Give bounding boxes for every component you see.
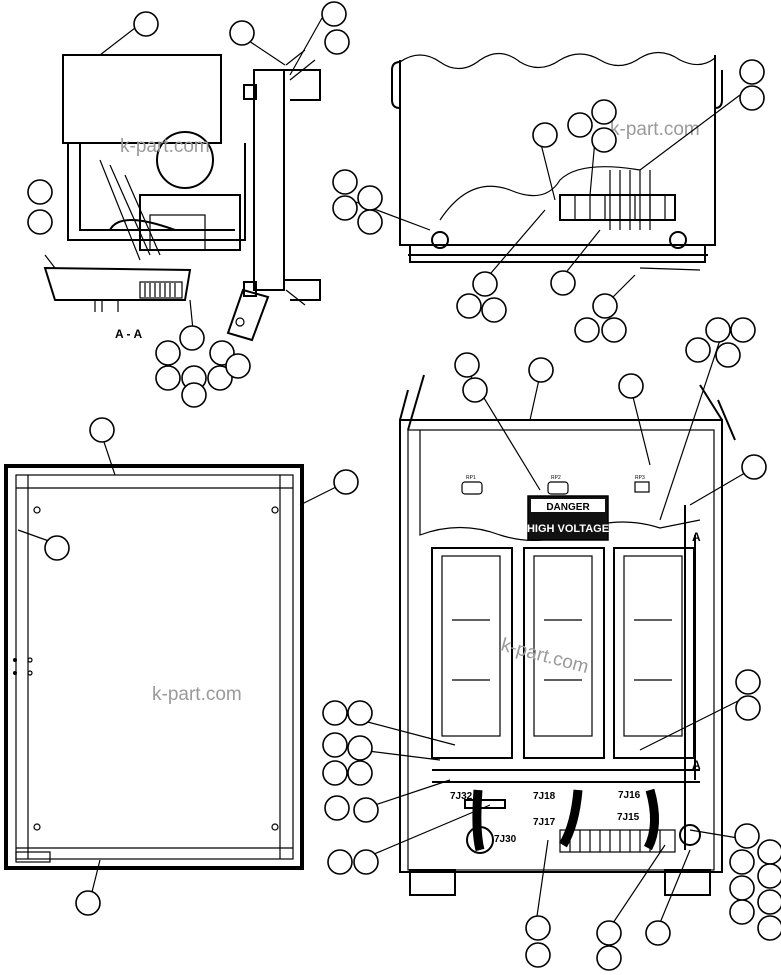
callout-bubble <box>89 417 115 443</box>
callout-bubble <box>481 297 507 323</box>
callout-bubble <box>550 270 576 296</box>
callout-bubble <box>155 365 181 391</box>
connector-label-7j18: 7J18 <box>533 791 556 802</box>
callout-bubble <box>601 317 627 343</box>
callout-bubble <box>207 365 233 391</box>
callout-bubble <box>332 169 358 195</box>
callout-bubble <box>729 899 755 925</box>
callout-bubble <box>618 373 644 399</box>
callout-bubble <box>324 795 350 821</box>
tag-rp3: RP3 <box>635 475 645 481</box>
callout-bubble <box>525 942 551 968</box>
section-marker-top: A <box>692 530 701 544</box>
danger-plate-line1: DANGER <box>546 502 590 513</box>
callout-bubble <box>596 945 622 971</box>
callout-bubble <box>574 317 600 343</box>
connector-label-7j17: 7J17 <box>533 817 556 828</box>
watermark-1: k-part.com <box>120 136 210 157</box>
callout-bubble <box>27 179 53 205</box>
callout-bubble <box>734 823 760 849</box>
callout-bubble <box>322 700 348 726</box>
callout-bubble <box>685 337 711 363</box>
section-label: A - A <box>115 327 142 341</box>
callout-bubble <box>155 340 181 366</box>
callout-bubble <box>75 890 101 916</box>
callout-bubble <box>357 185 383 211</box>
callout-bubble <box>591 127 617 153</box>
callout-bubble <box>322 760 348 786</box>
callout-bubble <box>44 535 70 561</box>
callout-bubble <box>225 353 251 379</box>
connector-label-7j32: 7J32 <box>450 791 473 802</box>
callout-bubble <box>757 889 781 915</box>
callout-bubble <box>332 195 358 221</box>
watermark-2: k-part.com <box>610 119 700 140</box>
callout-bubble <box>229 20 255 46</box>
callout-bubble <box>454 352 480 378</box>
danger-plate-line2: HIGH VOLTAGE <box>527 523 609 535</box>
panel-cover <box>4 464 304 870</box>
callout-bubbles <box>27 1 781 971</box>
callout-bubble <box>735 695 761 721</box>
callout-bubble <box>353 797 379 823</box>
callout-bubble <box>592 293 618 319</box>
callout-bubble <box>525 915 551 941</box>
callout-bubble <box>730 317 756 343</box>
callout-bubble <box>322 732 348 758</box>
callout-bubble <box>528 357 554 383</box>
tag-rp1: RP1 <box>466 475 476 481</box>
connector-label-7j16: 7J16 <box>618 790 641 801</box>
callout-bubble <box>321 1 347 27</box>
section-marker-bottom: A <box>692 758 701 772</box>
callout-bubble <box>757 915 781 941</box>
callout-bubble <box>739 85 765 111</box>
top-view <box>391 51 723 271</box>
callout-bubble <box>757 839 781 865</box>
callout-bubble <box>729 849 755 875</box>
callout-bubble <box>567 112 593 138</box>
callout-bubble <box>462 377 488 403</box>
callout-bubble <box>735 669 761 695</box>
callout-bubble <box>353 849 379 875</box>
connector-label-7j30: 7J30 <box>494 834 517 845</box>
callout-bubble <box>729 875 755 901</box>
callout-bubble <box>757 863 781 889</box>
callout-bubble <box>645 920 671 946</box>
callout-bubble <box>472 271 498 297</box>
callout-bubble <box>532 122 558 148</box>
callout-bubble <box>456 293 482 319</box>
callout-bubble <box>327 849 353 875</box>
section-view-a-a: A - A <box>43 49 321 342</box>
callout-bubble <box>133 11 159 37</box>
callout-bubble <box>347 760 373 786</box>
watermark-3: k-part.com <box>152 684 242 705</box>
callout-bubble <box>357 209 383 235</box>
connector-label-7j15: 7J15 <box>617 812 640 823</box>
callout-bubble <box>596 920 622 946</box>
callout-bubble <box>179 325 205 351</box>
callout-bubble <box>715 342 741 368</box>
callout-bubble <box>741 454 767 480</box>
cabinet-front: DANGER HIGH VOLTAGE RP1 RP2 RP3 A A <box>399 374 736 896</box>
callout-bubble <box>347 735 373 761</box>
callout-bubble <box>27 209 53 235</box>
callout-bubble <box>181 382 207 408</box>
callout-bubble <box>591 99 617 125</box>
callout-bubble <box>333 469 359 495</box>
tag-rp2: RP2 <box>551 475 561 481</box>
callout-bubble <box>739 59 765 85</box>
callout-bubble <box>324 29 350 55</box>
callout-bubble <box>705 317 731 343</box>
callout-bubble <box>347 700 373 726</box>
leader-lines <box>17 17 751 936</box>
